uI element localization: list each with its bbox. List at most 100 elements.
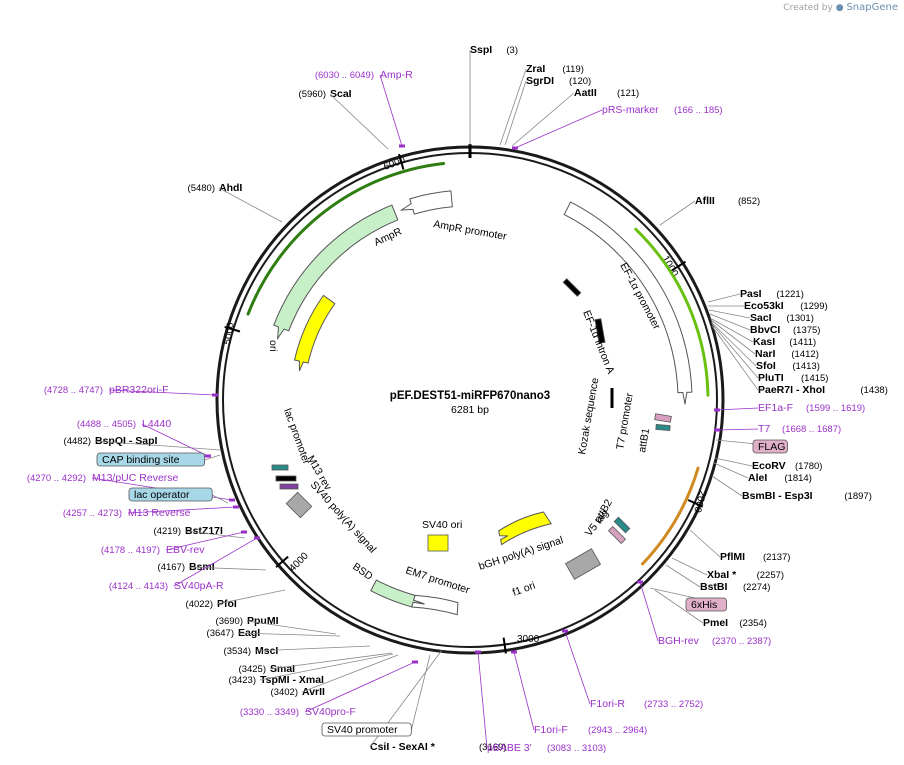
enzyme-position: (852) (738, 196, 760, 207)
primer-name: EF1a-F (758, 402, 793, 414)
kozak-label: Kozak sequence (576, 377, 601, 456)
enzyme-name: PflMI (720, 551, 745, 563)
enzyme-position: (3647) (207, 628, 234, 639)
v5-small-block (655, 423, 671, 432)
enzyme-position: (1221) (776, 289, 803, 300)
enzyme-position: (1814) (784, 473, 811, 484)
enzyme-position: (4219) (154, 526, 181, 537)
enzyme-leader (94, 440, 222, 451)
primer-leader (513, 651, 535, 731)
ampr-orf-highlight (246, 161, 446, 316)
enzyme-leader (188, 566, 267, 571)
enzyme-position: (3) (506, 45, 518, 56)
tick-mark (398, 153, 405, 170)
primer-name: EBV-rev (166, 544, 205, 556)
t7-promoter-label: T7 promoter (614, 392, 636, 451)
attb2-block (607, 525, 627, 545)
enzyme-leader (711, 323, 759, 379)
enzyme-label-group: KasI(1411) (753, 336, 816, 348)
primer-leader (108, 389, 216, 396)
primer-position: (2733 .. 2752) (644, 699, 703, 710)
enzyme-label-group: XbaI *(2257) (707, 569, 784, 581)
ori-label: ori (267, 340, 279, 352)
enzyme-name: ScaI (330, 88, 352, 100)
enzyme-name: AhdI (219, 182, 242, 194)
feature-box (321, 722, 412, 737)
enzyme-leader (707, 293, 741, 303)
enzyme-name: SmaI (270, 663, 295, 675)
enzyme-position: (121) (617, 88, 639, 99)
tick-mark (687, 499, 704, 508)
feature-box-label: SV40 promoter (327, 724, 398, 736)
enzyme-position: (5960) (299, 89, 326, 100)
primer-position: (3083 .. 3103) (547, 743, 606, 754)
enzyme-name: AvrII (302, 686, 325, 698)
primer-label-group: (4178 .. 4197) EBV-rev (101, 544, 205, 556)
primer-position: (1599 .. 1619) (806, 403, 865, 414)
enzyme-label-group: SfoI(1413) (756, 360, 820, 372)
primer-site-mark (212, 393, 218, 397)
primer-name: L4440 (142, 418, 171, 430)
enzyme-position: (1897) (844, 491, 871, 502)
primer-name: SV40pro-F (305, 706, 356, 718)
enzyme-name: PluTI (758, 372, 784, 384)
tick-label: 5000 (222, 321, 237, 345)
enzyme-label-group: BbvCI(1375) (750, 324, 820, 336)
enzyme-label-group: (3534)MscI (224, 645, 279, 657)
primer-name: F1ori-F (534, 724, 568, 736)
enzyme-name: Eco53kI (744, 300, 784, 312)
enzyme-label-group: BstBI(2274) (700, 581, 770, 593)
primer-name: BGH-rev (658, 635, 700, 647)
enzyme-name: KasI (753, 336, 775, 348)
enzyme-name: AflII (695, 195, 715, 207)
enzyme-name: BsmBI - Esp3I (742, 490, 813, 502)
primer-leader (173, 537, 258, 587)
f1-ori-arrow (498, 511, 553, 546)
enzyme-label-group: CsiI - SexAI *(3169) (370, 741, 506, 753)
enzyme-leader (714, 457, 753, 467)
enzyme-name: BspQI - SapI (95, 435, 158, 447)
primer-name: SV40pA-R (174, 580, 224, 592)
enzyme-label-group: Eco53kI (1299) (744, 300, 828, 312)
primer-name: pBR322ori-F (109, 384, 169, 396)
enzyme-label-group: AatII(121) (574, 87, 639, 99)
bsd-label: BSD (350, 561, 375, 583)
tick-mark (502, 637, 507, 654)
ef1a-intron-label: EF-1α intron A (580, 309, 616, 376)
enzyme-position: (1438) (860, 385, 887, 396)
enzyme-position: (1299) (800, 301, 827, 312)
enzyme-leader (710, 321, 757, 367)
primer-leader (165, 531, 245, 551)
enzyme-position: (3690) (216, 616, 243, 627)
enzyme-leader (671, 557, 708, 576)
sv40-ori-block (427, 534, 449, 552)
enzyme-leader (713, 462, 749, 479)
box-leader (410, 654, 431, 731)
primer-name: pRS-marker (602, 104, 659, 116)
enzyme-leader (708, 309, 751, 319)
sv40-ori-label: SV40 ori (422, 519, 462, 531)
enzyme-leader (269, 652, 393, 670)
label-group: SspI(3)ZraI(119)SgrDI(120)AatII(121)AflI… (27, 44, 888, 754)
enzyme-name: PfoI (217, 598, 237, 610)
plasmid-name: pEF.DEST51-miRFP670nano3 (390, 390, 550, 402)
enzyme-leader (511, 92, 575, 147)
tick-mark (224, 325, 241, 333)
enzyme-name: BstBI (700, 581, 728, 593)
enzyme-leader (711, 325, 759, 391)
primer-leader (127, 506, 237, 514)
enzyme-label-group: (3423)TspMI - XmaI (229, 674, 325, 686)
enzyme-name: BbvCI (750, 324, 780, 336)
feature-box (685, 597, 727, 612)
sv40-polya-block (285, 491, 313, 519)
enzyme-position: (4482) (64, 436, 91, 447)
bgh-polya-label: bGH poly(A) signal (477, 534, 565, 573)
enzyme-leader (709, 317, 754, 343)
primer-position: (4178 .. 4197) (101, 545, 160, 556)
enzyme-label-group: (4482) BspQI - SapI (64, 435, 158, 447)
tick-label: 3000 (517, 634, 540, 645)
primer-name: M13 Reverse (128, 507, 191, 519)
primer-site-mark (229, 498, 235, 502)
feature-box-label: 6xHis (691, 599, 717, 611)
enzyme-name: AleI (748, 472, 767, 484)
